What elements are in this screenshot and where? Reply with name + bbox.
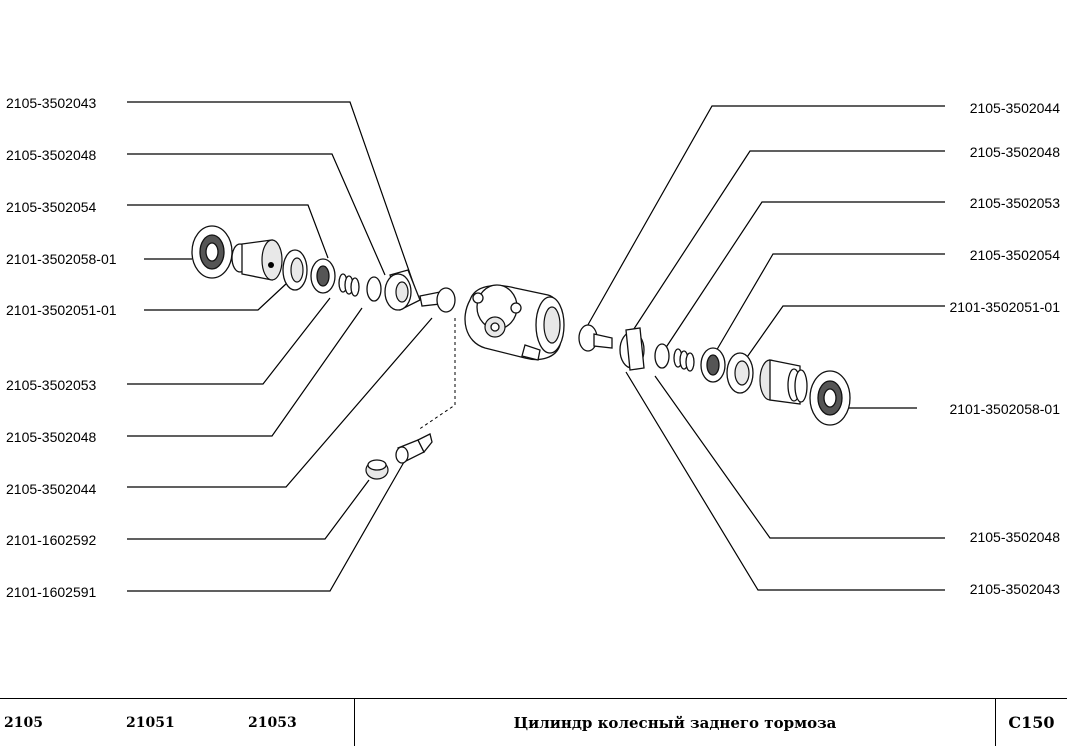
left-spring-2105-3502048 bbox=[338, 273, 382, 302]
right-ring-2105-3502054 bbox=[700, 347, 726, 383]
label-right-0: 2105-3502044 bbox=[970, 100, 1061, 116]
left-seal-2105-3502053 bbox=[282, 249, 308, 291]
leader-lines-right bbox=[584, 105, 945, 591]
label-left-0: 2105-3502043 bbox=[6, 95, 97, 111]
label-right-7: 2105-3502043 bbox=[970, 581, 1061, 597]
label-left-4: 2101-3502051-01 bbox=[6, 302, 117, 318]
label-right-4: 2101-3502051-01 bbox=[949, 299, 1060, 315]
label-left-7: 2105-3502044 bbox=[6, 481, 97, 497]
right-piston-2101-3502051-01 bbox=[759, 359, 808, 405]
left-stop-2105-3502044 bbox=[419, 287, 456, 313]
label-right-6: 2105-3502048 bbox=[970, 529, 1061, 545]
label-left-8: 2101-1602592 bbox=[6, 532, 97, 548]
label-left-2: 2105-3502054 bbox=[6, 199, 97, 215]
right-cup-2105-3502043 bbox=[619, 327, 645, 371]
right-stop-2105-3502044 bbox=[578, 324, 613, 352]
left-boot-2101-3502058-01 bbox=[191, 225, 233, 279]
footer-title-block: 2105 21051 21053 Цилиндр колесный заднег… bbox=[0, 698, 1067, 746]
left-ring-2105-3502054 bbox=[310, 258, 336, 294]
footer-model-2: 21051 bbox=[126, 714, 175, 731]
right-seal-2105-3502053 bbox=[726, 352, 754, 394]
label-left-5: 2105-3502053 bbox=[6, 377, 97, 393]
bleeder-screw-2101-1602591 bbox=[395, 433, 433, 464]
label-left-6: 2105-3502048 bbox=[6, 429, 97, 445]
right-spring-2105-3502048 bbox=[654, 343, 695, 372]
label-right-2: 2105-3502053 bbox=[970, 195, 1061, 211]
label-right-1: 2105-3502048 bbox=[970, 144, 1061, 160]
right-boot-2101-3502058-01 bbox=[809, 370, 851, 426]
label-right-3: 2105-3502054 bbox=[970, 247, 1061, 263]
bleeder-cap-2101-1602592 bbox=[365, 459, 389, 480]
footer-page-code: C150 bbox=[1008, 713, 1055, 732]
label-right-5: 2101-3502058-01 bbox=[949, 401, 1060, 417]
footer-title: Цилиндр колесный заднего тормоза bbox=[354, 699, 996, 746]
left-piston-2101-3502051-01 bbox=[231, 239, 283, 281]
footer-model-1: 2105 bbox=[4, 714, 43, 731]
wheel-cylinder-body bbox=[464, 284, 565, 361]
leader-lines-left bbox=[127, 101, 433, 592]
label-left-1: 2105-3502048 bbox=[6, 147, 97, 163]
label-left-3: 2101-3502058-01 bbox=[6, 251, 117, 267]
left-cup-2105-3502043 bbox=[384, 269, 421, 311]
label-left-9: 2101-1602591 bbox=[6, 584, 97, 600]
footer-model-3: 21053 bbox=[248, 714, 297, 731]
bleeder-dashed-line bbox=[417, 318, 456, 431]
